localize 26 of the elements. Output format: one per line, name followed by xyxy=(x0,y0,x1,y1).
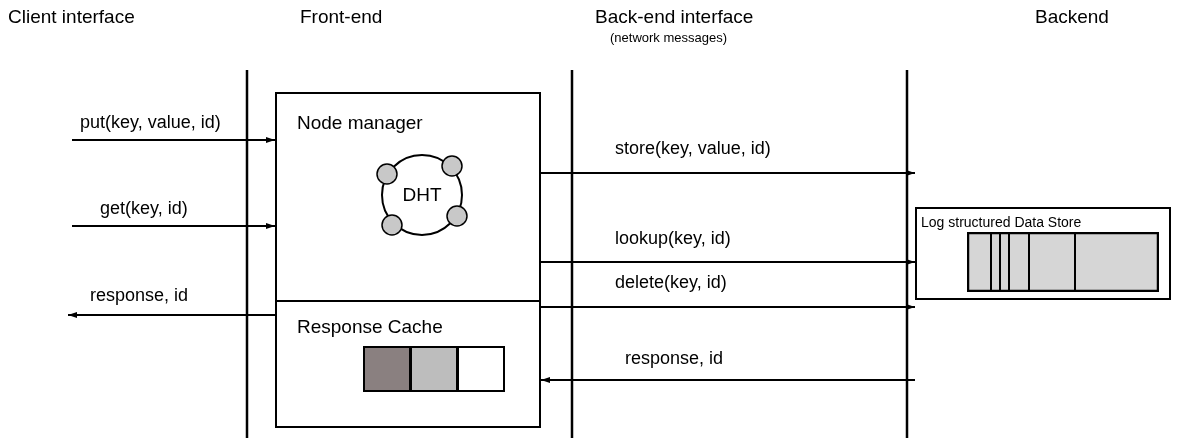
message-arrow xyxy=(540,259,916,265)
node-label: Node manager xyxy=(297,112,423,134)
message-arrow xyxy=(67,312,276,318)
edge-label: lookup(key, id) xyxy=(615,228,731,249)
message-arrow xyxy=(540,377,916,383)
message-arrow xyxy=(71,223,276,229)
node-label: DHT xyxy=(402,184,442,206)
node-label: Response Cache xyxy=(297,316,443,338)
column-heading: Back-end interface xyxy=(595,6,754,28)
message-arrow xyxy=(540,170,916,176)
edge-label: put(key, value, id) xyxy=(80,112,221,133)
message-arrow xyxy=(540,304,916,310)
edge-label: response, id xyxy=(90,285,189,306)
column-heading: Front-end xyxy=(300,6,383,28)
column-heading: Backend xyxy=(1035,6,1109,28)
edge-label: store(key, value, id) xyxy=(615,138,771,159)
node-manager-panel xyxy=(275,92,541,302)
column-heading: Client interface xyxy=(8,6,135,28)
edge-label: get(key, id) xyxy=(100,198,188,219)
edge-label: response, id xyxy=(625,348,724,369)
data-store-panel xyxy=(915,207,1171,300)
response-cache-panel xyxy=(275,300,541,428)
column-subheading: (network messages) xyxy=(610,30,728,45)
message-arrow xyxy=(71,137,276,143)
node-label: Log structured Data Store xyxy=(921,214,1082,230)
edge-label: delete(key, id) xyxy=(615,272,727,293)
